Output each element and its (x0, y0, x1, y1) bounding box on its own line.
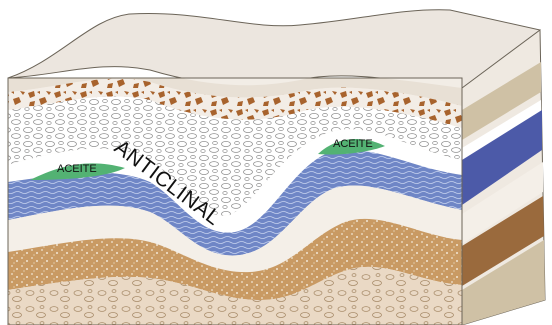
top-surface (8, 10, 540, 88)
oil-label-right: ACEITE (333, 138, 373, 150)
oil-label-left: ACEITE (57, 163, 97, 175)
front-face (8, 67, 462, 325)
